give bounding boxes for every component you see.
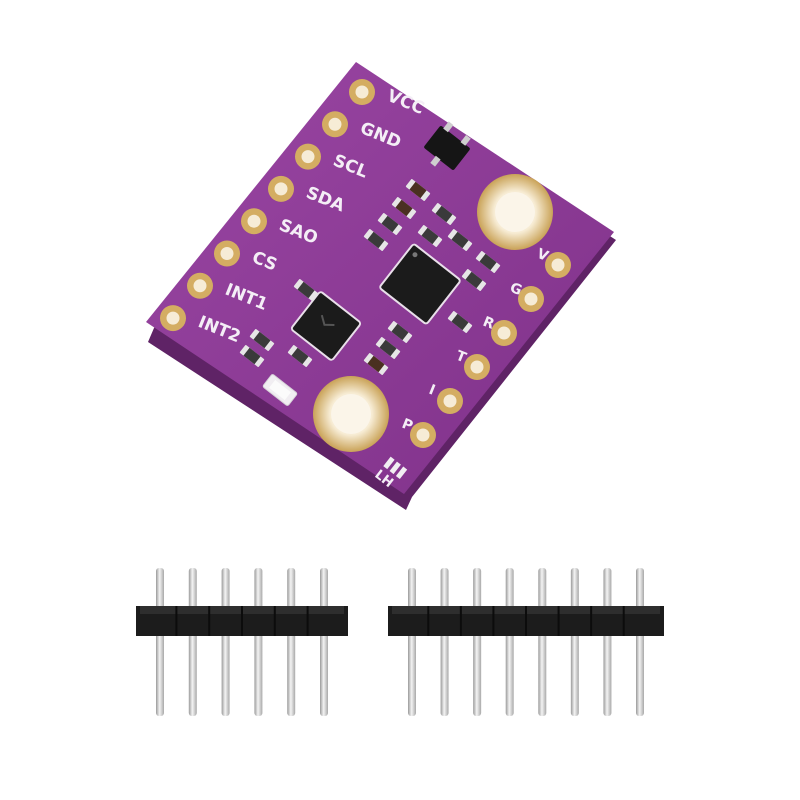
header-pin [473, 568, 482, 716]
header-pin [570, 568, 579, 716]
header-pin [538, 568, 547, 716]
smd-resistor [293, 279, 319, 301]
smd-resistor [475, 251, 501, 273]
header-pin [254, 568, 263, 716]
smd-resistor [447, 311, 473, 333]
header-pin [505, 568, 514, 716]
header-pin [287, 568, 296, 716]
right-pin-pad: R [481, 314, 517, 346]
header-pin [636, 568, 644, 716]
smd-resistor [417, 225, 443, 247]
pin-label: G [508, 280, 525, 299]
header-pin [440, 568, 449, 716]
smd-resistor [249, 329, 275, 351]
pin-label: I [427, 382, 438, 399]
pin-headers [136, 568, 664, 716]
mounting-hole [313, 376, 389, 452]
secondary-sensor-chip [290, 291, 362, 361]
header-pin [603, 568, 612, 716]
smd-resistor [461, 269, 487, 291]
right-pin-pad: I [427, 382, 463, 414]
smd-resistor [375, 337, 401, 359]
smd-resistor [431, 203, 457, 225]
header-pin [188, 568, 197, 716]
six-pin-header [136, 568, 348, 716]
header-pin [320, 568, 328, 716]
eight-pin-header [388, 568, 664, 716]
smd-resistor [391, 197, 417, 219]
smd-resistor [387, 321, 413, 343]
top-sot-chip [424, 121, 471, 170]
smd-resistor [363, 229, 389, 251]
left-pin-pad: VCC [349, 79, 427, 119]
smd-resistor [377, 213, 403, 235]
smd-resistor [239, 345, 265, 367]
corner-marking [383, 456, 408, 480]
main-sensor-chip [379, 243, 461, 325]
smd-resistor [363, 353, 389, 375]
header-pin [156, 568, 164, 716]
right-pin-pad: P [400, 416, 436, 448]
right-pin-pad: G [508, 280, 544, 312]
mounting-hole [477, 174, 553, 250]
right-pin-pad: V [535, 246, 571, 278]
smd-components [239, 179, 501, 375]
smd-resistor [447, 229, 473, 251]
smd-resistor [405, 179, 431, 201]
header-pin [408, 568, 416, 716]
header-pin [221, 568, 230, 716]
smd-resistor [287, 345, 313, 367]
status-led [262, 374, 298, 406]
